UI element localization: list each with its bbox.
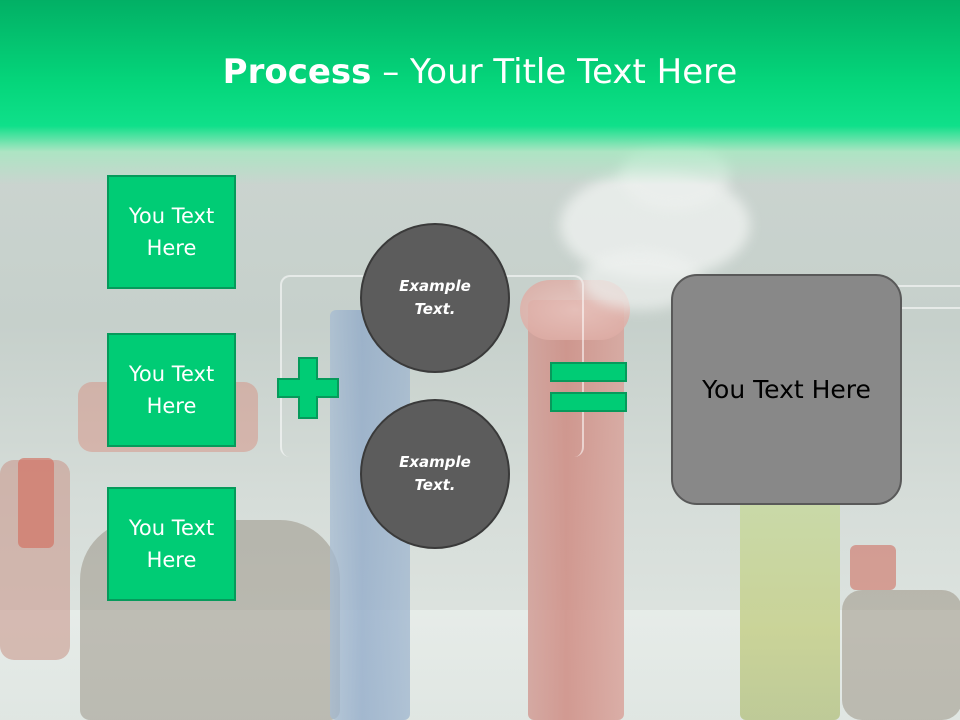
background-bottle-cap-right: [850, 545, 896, 590]
slide-title-rest: Your Title Text Here: [410, 52, 738, 92]
example-circle-1-label: Example Text.: [399, 277, 471, 318]
input-box-1[interactable]: You Text Here: [107, 175, 236, 289]
example-circle-1[interactable]: Example Text.: [360, 223, 510, 373]
example-circle-2-label: Example Text.: [399, 453, 471, 494]
input-box-2-label: You Text Here: [128, 362, 215, 418]
input-box-1-label: You Text Here: [128, 204, 215, 260]
example-circle-2[interactable]: Example Text.: [360, 399, 510, 549]
slide-title-dash: –: [371, 52, 411, 92]
background-bottle-cap-left: [18, 458, 54, 548]
background-tube-yellow: [740, 500, 840, 720]
input-box-2[interactable]: You Text Here: [107, 333, 236, 447]
slide-title[interactable]: Process – Your Title Text Here: [0, 52, 960, 92]
equals-bar-bottom: [550, 392, 627, 412]
result-box[interactable]: You Text Here: [671, 274, 902, 505]
title-banner: [0, 0, 960, 185]
equals-bar-top: [550, 362, 627, 382]
result-box-label: You Text Here: [702, 375, 871, 404]
slide-title-bold: Process: [222, 52, 372, 92]
input-box-3[interactable]: You Text Here: [107, 487, 236, 601]
background-bottle-right: [842, 590, 960, 720]
input-box-3-label: You Text Here: [128, 516, 215, 572]
plus-icon[interactable]: [277, 357, 339, 419]
